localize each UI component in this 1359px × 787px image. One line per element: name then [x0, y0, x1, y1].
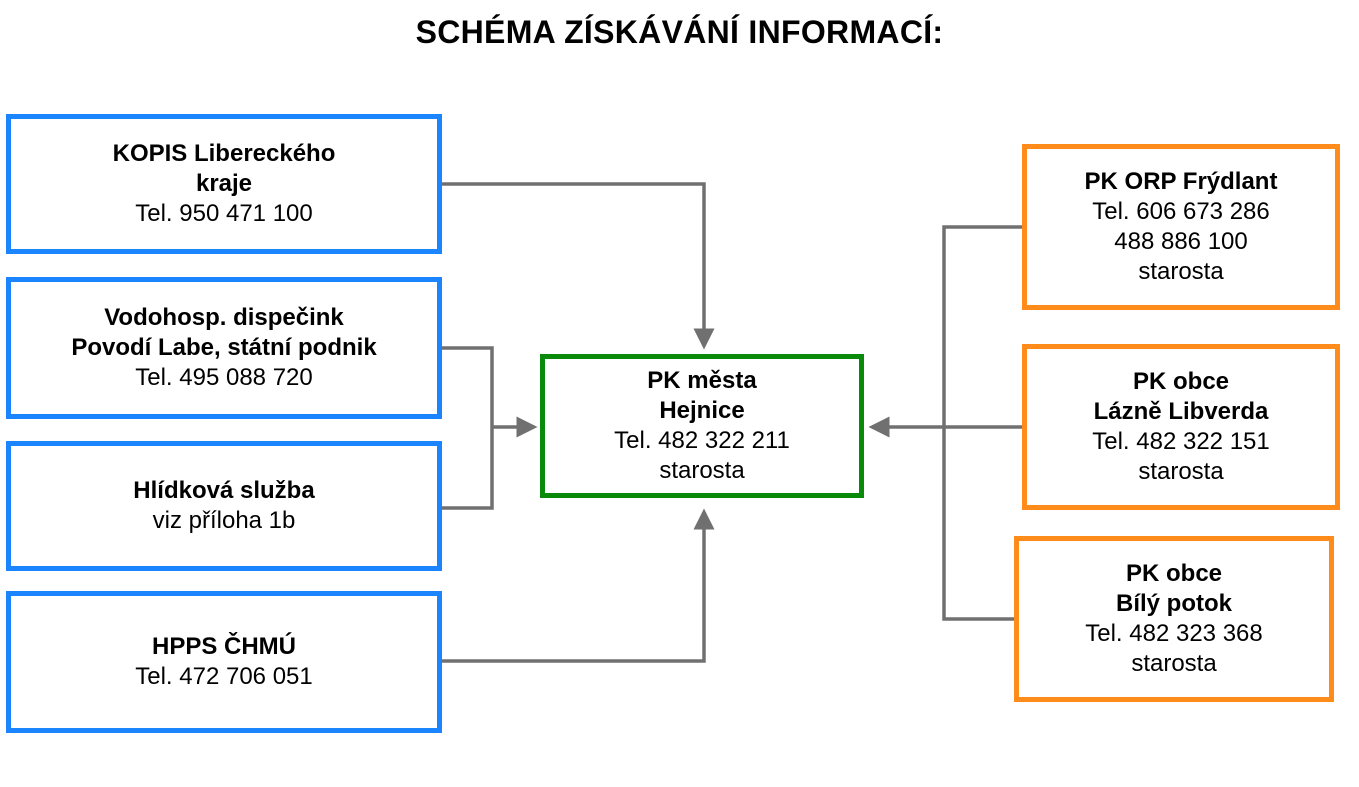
- box-phone: Tel. 950 471 100: [135, 200, 313, 227]
- box-name: PK města: [647, 367, 757, 394]
- box-role: starosta: [1131, 650, 1217, 677]
- box-name: Hlídková služba: [133, 477, 315, 504]
- source-box-vodohosp: Vodohosp. dispečink Povodí Labe, státní …: [6, 277, 442, 419]
- connector-kopis: [442, 182, 715, 350]
- box-role: starosta: [1138, 458, 1224, 485]
- box-phone: Tel. 495 088 720: [135, 364, 313, 391]
- box-name: Hejnice: [659, 397, 745, 424]
- source-box-hlidkova: Hlídková služba viz příloha 1b: [6, 441, 442, 571]
- box-phone: Tel. 482 322 151: [1092, 428, 1270, 455]
- box-phone: Tel. 606 673 286: [1092, 198, 1270, 225]
- connector-municipal-bus: [942, 225, 1022, 621]
- municipal-box-libverda: PK obce Lázně Libverda Tel. 482 322 151 …: [1022, 344, 1340, 510]
- box-name: Vodohosp. dispečink: [104, 304, 344, 331]
- box-phone: Tel. 472 706 051: [135, 663, 313, 690]
- connector-hpps: [442, 508, 715, 663]
- box-name: PK obce: [1132, 368, 1230, 395]
- box-phone: 488 886 100: [1114, 228, 1248, 255]
- box-name: Lázně Libverda: [1093, 398, 1269, 425]
- center-box-hejnice: PK města Hejnice Tel. 482 322 211 staros…: [540, 354, 864, 498]
- box-name: PK ORP Frýdlant: [1084, 168, 1278, 195]
- box-phone: Tel. 482 323 368: [1085, 620, 1263, 647]
- box-detail: viz příloha 1b: [152, 507, 296, 534]
- box-name: Povodí Labe, státní podnik: [71, 334, 377, 361]
- box-role: starosta: [1138, 258, 1224, 285]
- box-name: HPPS ČHMÚ: [151, 633, 296, 660]
- box-role: starosta: [659, 457, 745, 484]
- box-name: kraje: [195, 170, 253, 197]
- connector-vodohosp: [442, 346, 494, 510]
- source-box-kopis: KOPIS Libereckého kraje Tel. 950 471 100: [6, 114, 442, 254]
- source-box-hpps: HPPS ČHMÚ Tel. 472 706 051: [6, 591, 442, 733]
- box-name: Bílý potok: [1115, 590, 1232, 617]
- municipal-box-bily-potok: PK obce Bílý potok Tel. 482 323 368 star…: [1014, 536, 1334, 702]
- box-phone: Tel. 482 322 211: [614, 427, 790, 454]
- box-name: PK obce: [1125, 560, 1223, 587]
- municipal-box-frydlant: PK ORP Frýdlant Tel. 606 673 286 488 886…: [1022, 144, 1340, 310]
- box-name: KOPIS Libereckého: [112, 140, 336, 167]
- page-title: SCHÉMA ZÍSKÁVÁNÍ INFORMACÍ:: [415, 14, 944, 50]
